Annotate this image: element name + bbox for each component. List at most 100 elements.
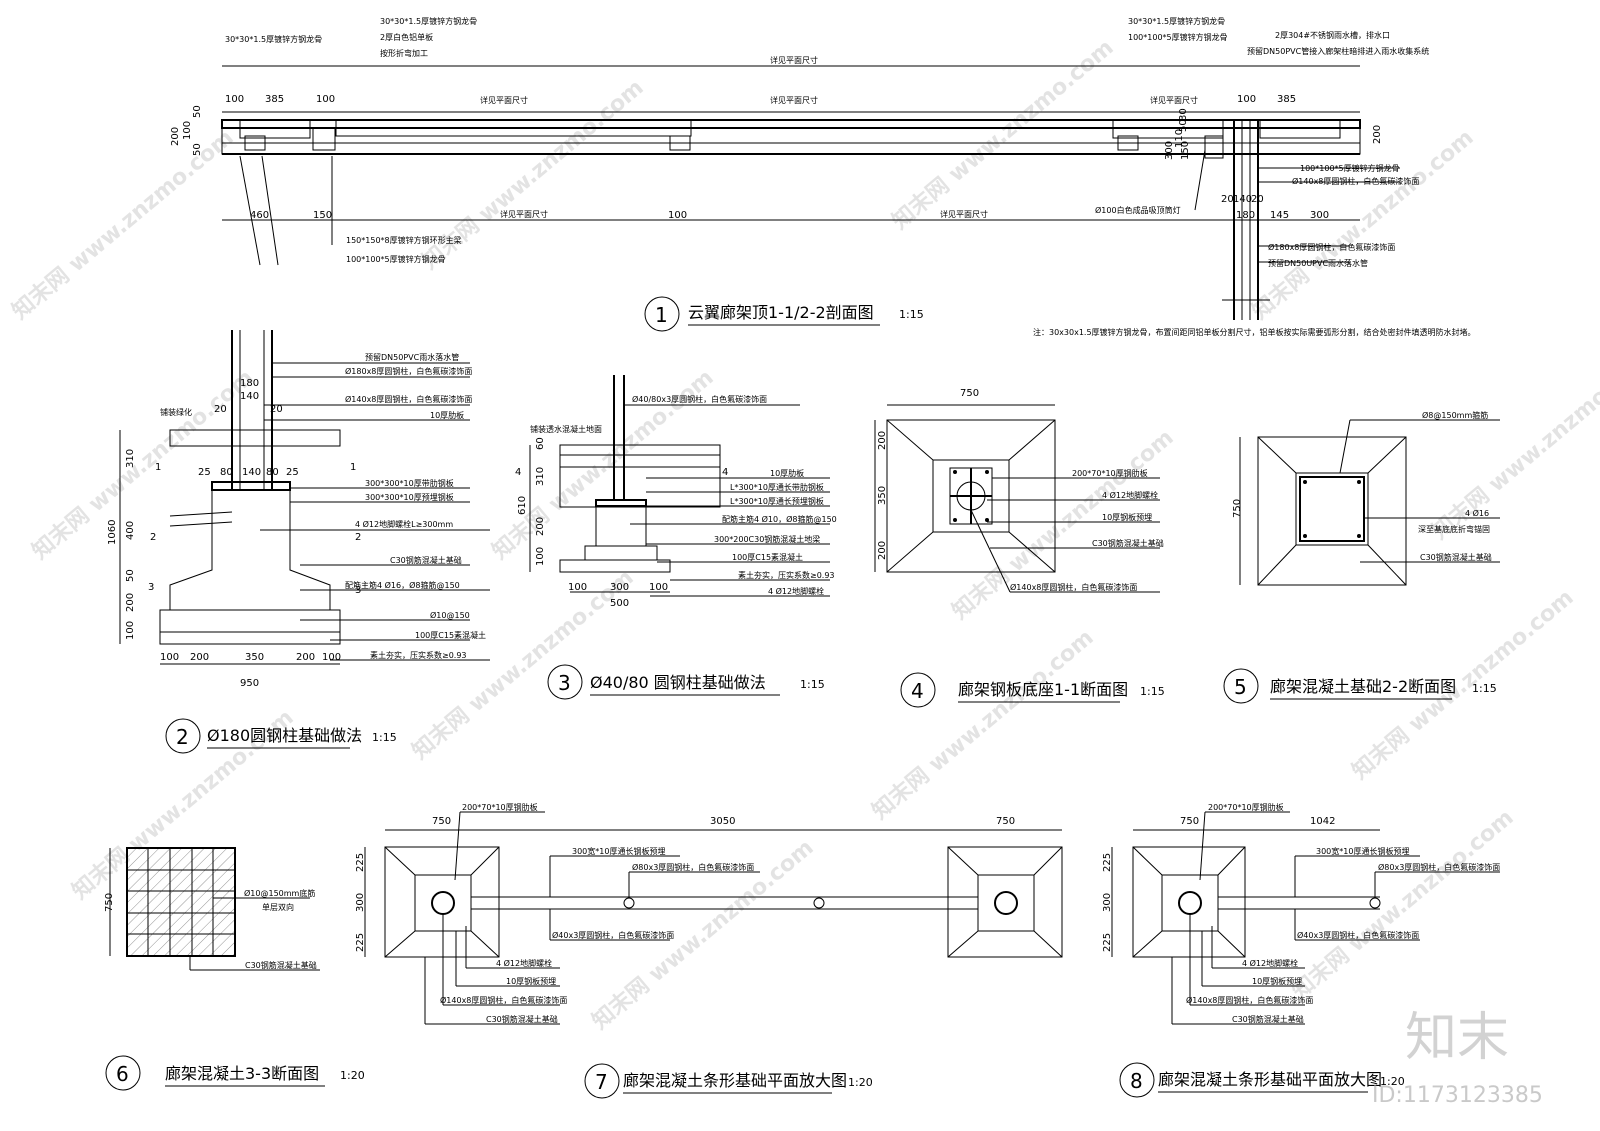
- title-scale: 1:15: [372, 731, 397, 744]
- label: 300宽*10厚通长钢板预埋: [572, 846, 665, 856]
- label: 铺装绿化: [160, 407, 192, 417]
- dim: 50: [192, 105, 203, 118]
- dim: 110: [1174, 129, 1185, 148]
- dim: 150: [313, 210, 332, 221]
- dim: 350: [245, 652, 264, 663]
- dim: 100: [160, 652, 179, 663]
- label: 4 Ø12地脚螺栓: [1242, 958, 1298, 968]
- d3-labels: Ø40/80x3厚圆钢柱，白色氟碳漆饰面 10厚肋板 L*300*10厚通长带肋…: [624, 394, 837, 597]
- label: 按形折弯加工: [380, 48, 428, 58]
- dim-total: 950: [240, 678, 259, 689]
- label: Ø40x3厚圆钢柱，白色氟碳漆饰面: [552, 930, 674, 940]
- title-scale: 1:20: [340, 1069, 365, 1082]
- dim: 100: [568, 582, 587, 593]
- dim: 20: [1221, 194, 1234, 205]
- dim: 350: [877, 486, 888, 505]
- drawing-4-title: 4 廊架钢板底座1-1断面图 1:15: [900, 672, 1165, 708]
- d4-labels: 200*70*10厚钢肋板 4 Ø12地脚螺栓 10厚钢板预埋 C30钢筋混凝土…: [970, 468, 1164, 593]
- watermark-text: 知末网 www.znzmo.com: [1427, 344, 1600, 544]
- label: Ø180x8厚圆钢柱，白色氟碳漆饰面: [345, 366, 472, 376]
- label: C30钢筋混凝土基础: [486, 1014, 558, 1024]
- dim: 80: [266, 467, 279, 478]
- title-text: 廊架混凝土条形基础平面放大图: [1158, 1070, 1382, 1089]
- cut-mark: 4: [722, 467, 728, 478]
- label: L*300*10厚通长带肋钢板: [730, 482, 824, 492]
- dim: 100: [535, 547, 546, 566]
- label: 4 Ø12地脚螺栓: [496, 958, 552, 968]
- drawing-6-section: 750 Ø10@150mm底筋 单层双向 C30钢筋混凝土基础: [104, 847, 320, 971]
- label: 100*100*5厚镀锌方钢龙骨: [346, 254, 446, 264]
- label: 300宽*10厚通长钢板预埋: [1316, 846, 1409, 856]
- label: Ø140x8厚圆钢柱，白色氟碳漆饰面: [1010, 582, 1137, 592]
- label: Ø80x3厚圆钢柱，白色氟碳漆饰面: [1378, 862, 1500, 872]
- cut-mark: 2: [150, 532, 156, 543]
- label: 150*150*8厚镀锌方钢环形主梁: [346, 235, 462, 245]
- title-number: 3: [558, 671, 571, 695]
- label: 深至基底底折弯锚固: [1418, 524, 1490, 534]
- title-scale: 1:15: [899, 308, 924, 321]
- brand-id: ID:1173123385: [1372, 1083, 1543, 1108]
- dim: 100: [316, 94, 335, 105]
- title-number: 7: [595, 1070, 608, 1094]
- label: 2厚304#不锈钢雨水槽，排水口: [1275, 30, 1390, 40]
- label: 300*300*10厚预埋钢板: [365, 492, 454, 502]
- dim: 25: [198, 467, 211, 478]
- dim: 300: [610, 582, 629, 593]
- label: L*300*10厚通长预埋钢板: [730, 496, 824, 506]
- dim-span: 详见平面尺寸: [940, 209, 988, 219]
- watermark-text: 知末网 www.znzmo.com: [27, 364, 258, 564]
- dim: 1042: [1310, 816, 1335, 827]
- title-number: 4: [911, 679, 924, 703]
- dim: 225: [1102, 933, 1113, 952]
- label: C30钢筋混凝土基础: [1232, 1014, 1304, 1024]
- label: 配筋主筋4 Ø16，Ø8箍筋@150: [345, 580, 460, 590]
- title-number: 5: [1234, 675, 1247, 699]
- cut-mark: 2: [355, 532, 361, 543]
- title-scale: 1:20: [848, 1076, 873, 1089]
- label: Ø10@150mm底筋: [244, 888, 315, 898]
- label: 4 Ø16: [1465, 508, 1489, 518]
- drawing-1-section: 100 385 100 100 385 详见平面尺寸 详见平面尺寸 详见平面尺寸…: [170, 16, 1476, 337]
- title-scale: 1:15: [1140, 685, 1165, 698]
- label: 200*70*10厚钢肋板: [462, 802, 538, 812]
- label: 预留DN50UPVC雨水落水管: [1268, 258, 1368, 268]
- watermark-text: 知末网 www.znzmo.com: [7, 124, 238, 324]
- dim: 50: [192, 143, 203, 156]
- d5-labels: Ø8@150mm箍筋 4 Ø16 深至基底底折弯锚固 C30钢筋混凝土基础: [1339, 410, 1500, 563]
- drawing-3-section: 60 310 200 100 610 100 300 100 500 4 4 铺…: [515, 375, 837, 609]
- dim: 200: [877, 431, 888, 450]
- cut-mark: 1: [155, 462, 161, 473]
- dim: 200: [535, 517, 546, 536]
- label: Ø140x8厚圆钢柱，白色氟碳漆饰面: [1292, 176, 1419, 186]
- label: 200*70*10厚钢肋板: [1072, 468, 1148, 478]
- label: 100厚C15素混凝土: [732, 552, 803, 562]
- drawing-8-plan: 750 1042 225 300 225 200*70*10厚钢肋板 300宽*…: [1102, 802, 1500, 1025]
- dim-span: 详见平面尺寸: [1150, 95, 1198, 105]
- title-number: 1: [655, 303, 668, 327]
- label: 配筋主筋4 Ø10，Ø8箍筋@150: [722, 514, 837, 524]
- label: 预留DN50PVC管接入廊架柱暗排进入雨水收集系统: [1247, 46, 1429, 56]
- drawing-8-title: 8 廊架混凝土条形基础平面放大图 1:20: [1119, 1062, 1405, 1098]
- cut-mark: 4: [515, 467, 521, 478]
- dim: 20: [1251, 194, 1264, 205]
- drawing-7-plan: 750 3050 750 225 300 225 200*70*10厚钢肋板 3…: [355, 802, 1063, 1025]
- label: 2厚白色铝单板: [380, 32, 433, 42]
- title-text: 廊架混凝土3-3断面图: [165, 1064, 319, 1083]
- dim: 50: [1178, 119, 1189, 132]
- label: Ø180x8厚圆钢柱，白色氟碳漆饰面: [1268, 242, 1395, 252]
- label: Ø8@150mm箍筋: [1422, 410, 1488, 420]
- label: Ø140x8厚圆钢柱，白色氟碳漆饰面: [440, 995, 567, 1005]
- title-scale: 1:20: [1380, 1075, 1405, 1088]
- label: Ø10@150: [430, 610, 470, 620]
- d2-labels: 预留DN50PVC雨水落水管 Ø180x8厚圆钢柱，白色氟碳漆饰面 Ø140x8…: [260, 352, 490, 661]
- label: 10厚肋板: [770, 468, 804, 478]
- watermark-text: 知末网 www.znzmo.com: [947, 424, 1178, 624]
- label: Ø40/80x3厚圆钢柱，白色氟碳漆饰面: [632, 394, 767, 404]
- dim: 300: [355, 893, 366, 912]
- title-text: Ø180圆钢柱基础做法: [207, 726, 362, 745]
- label: 30*30*1.5厚镀锌方钢龙骨: [225, 34, 322, 44]
- drawing-5-title: 5 廊架混凝土基础2-2断面图 1:15: [1223, 668, 1497, 704]
- label: C30钢筋混凝土基础: [1420, 552, 1492, 562]
- title-scale: 1:15: [800, 678, 825, 691]
